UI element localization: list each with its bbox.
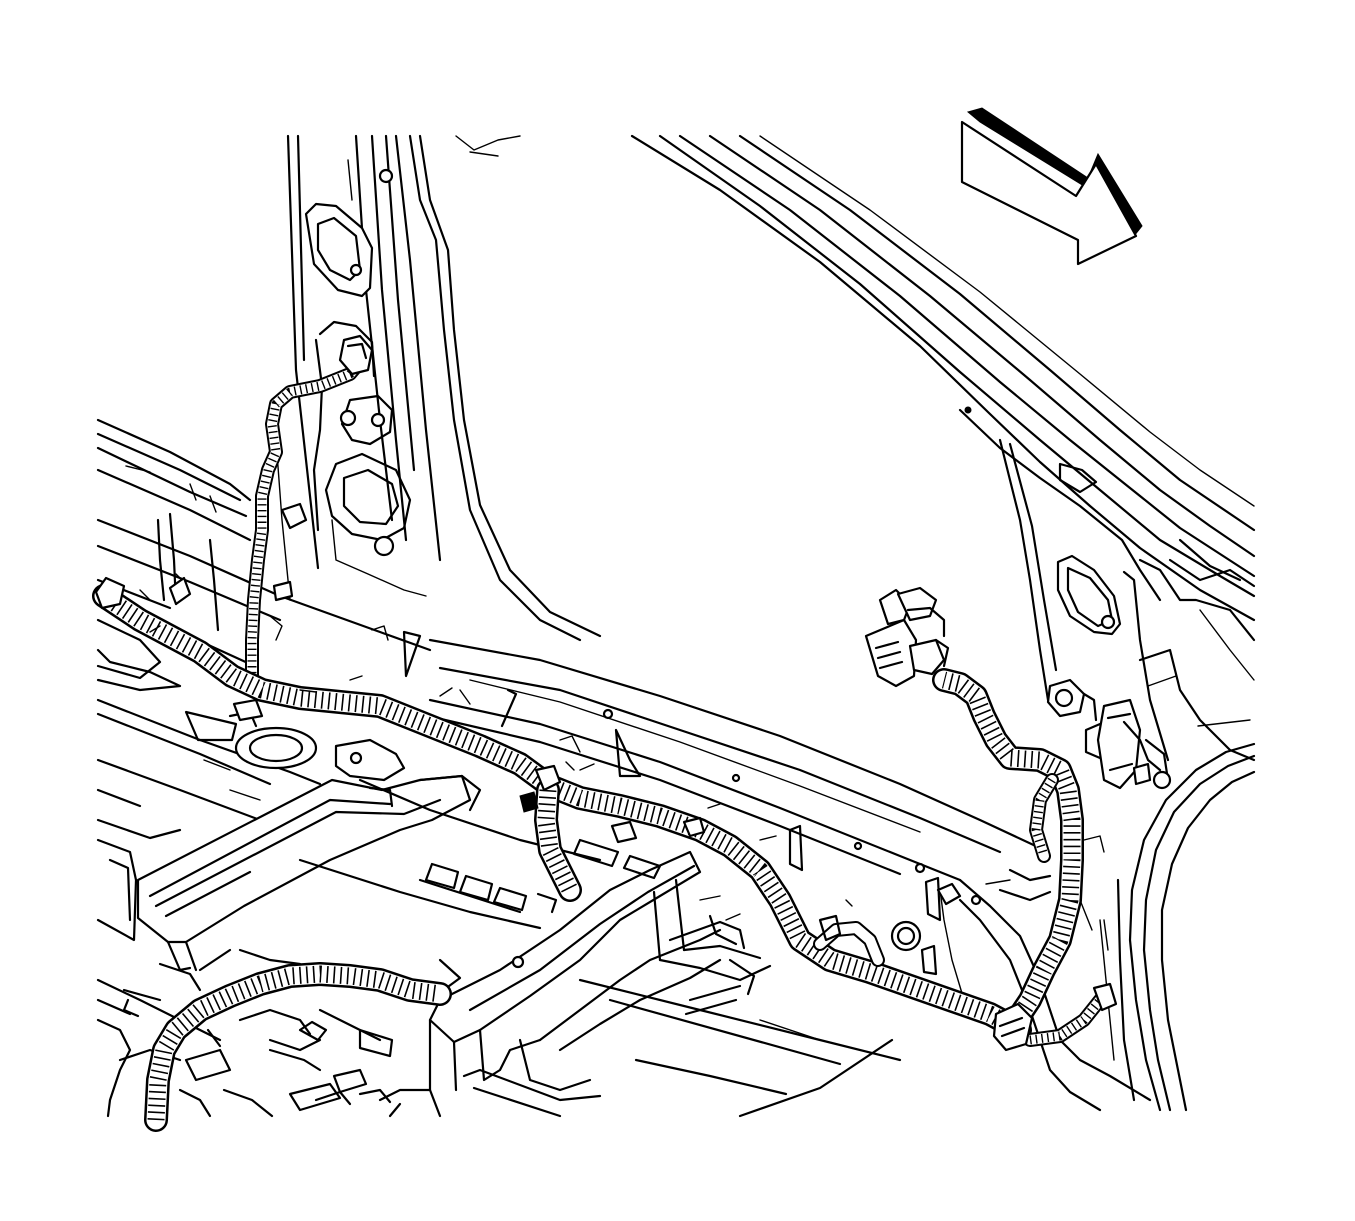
left-floor-panels [96,418,432,942]
rear-wheel-arch [1099,742,1256,1112]
roof-rail-pillar [630,134,1256,762]
b-pillar [275,134,602,642]
harness-connectors [168,334,1152,1052]
body-details [139,573,1172,951]
main-wiring-harness [92,353,1107,1132]
front-direction-arrow-icon [960,107,1143,266]
rocker-sill-beam [402,630,1152,1112]
rear-floor-crossmember [136,738,722,1118]
floor-pan-slots [96,778,902,1118]
